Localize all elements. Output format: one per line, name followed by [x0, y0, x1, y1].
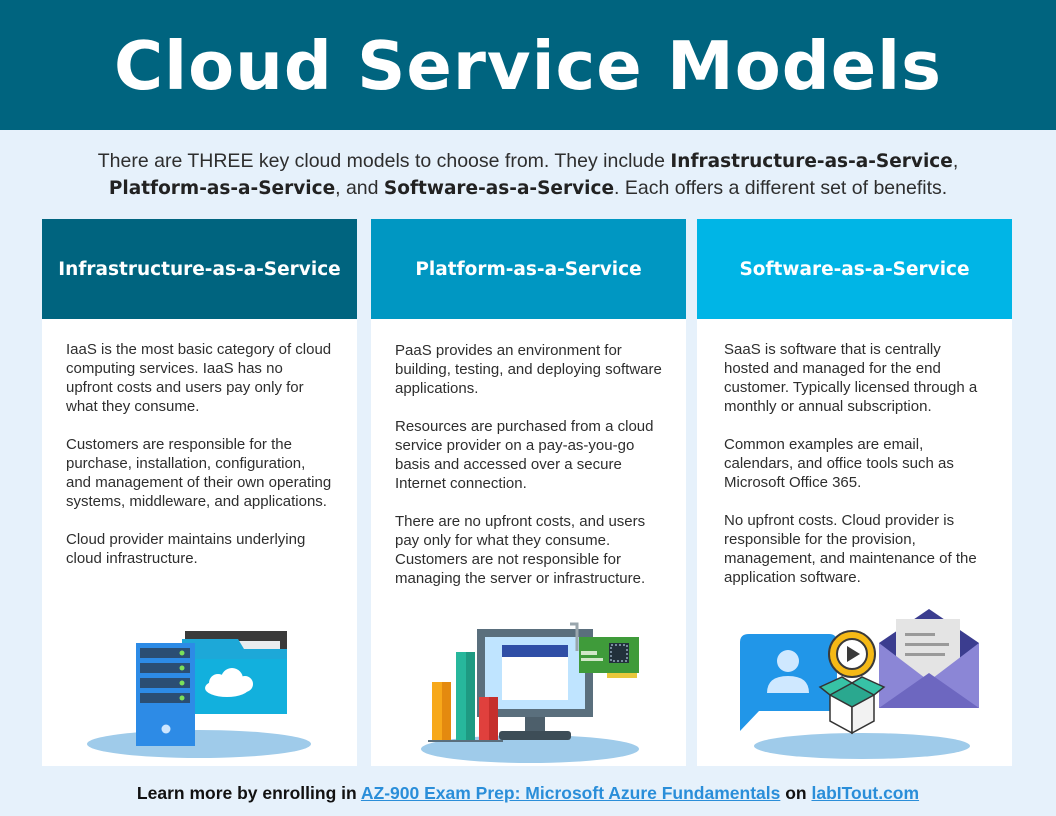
intro-model-paas: Platform-as-a-Service: [108, 178, 336, 199]
site-link[interactable]: labITout.com: [811, 783, 920, 803]
intro-model-iaas: Infrastructure-as-a-Service: [670, 151, 953, 172]
card-saas-body: SaaS is software that is centrally hoste…: [697, 319, 1012, 587]
card-iaas-header: Infrastructure-as-a-Service: [42, 219, 357, 319]
footer-lead: Learn more by enrolling in: [136, 783, 361, 803]
card-paas-paragraph-3: There are no upfront costs, and users pa…: [395, 513, 646, 587]
card-saas-header: Software-as-a-Service: [697, 219, 1012, 319]
page-title: Cloud Service Models: [114, 27, 942, 105]
intro-tail: . Each offers a different set of benefit…: [614, 177, 948, 199]
monitor-chart-circuit-icon: [421, 622, 639, 763]
card-saas-paragraph-3: No upfront costs. Cloud provider is resp…: [724, 512, 977, 586]
intro-model-saas: Software-as-a-Service: [383, 178, 615, 199]
footer: Learn more by enrolling in AZ-900 Exam P…: [0, 783, 1056, 804]
card-saas-paragraph-1: SaaS is software that is centrally hoste…: [724, 341, 978, 415]
user-package-email-icon: [740, 609, 979, 759]
course-link[interactable]: AZ-900 Exam Prep: Microsoft Azure Fundam…: [360, 783, 781, 803]
server-folder-cloud-icon: [87, 631, 311, 758]
card-paas-title: Platform-as-a-Service: [415, 258, 642, 280]
card-saas-paragraph-2: Common examples are email, calendars, an…: [724, 436, 954, 491]
intro-lead: There are THREE key cloud models to choo…: [97, 150, 671, 172]
card-saas: Software-as-a-Service SaaS is software t…: [697, 219, 1012, 766]
card-paas-body: PaaS provides an environment for buildin…: [371, 319, 686, 588]
title-banner: Cloud Service Models: [0, 0, 1056, 130]
card-saas-title: Software-as-a-Service: [739, 258, 970, 280]
intro-sep-1: ,: [952, 150, 959, 172]
card-iaas-paragraph-2: Customers are responsible for the purcha…: [66, 436, 332, 510]
card-paas-header: Platform-as-a-Service: [371, 219, 686, 319]
intro-sep-2: , and: [335, 177, 384, 199]
card-iaas: Infrastructure-as-a-Service IaaS is the …: [42, 219, 357, 766]
footer-mid: on: [780, 783, 812, 803]
intro-text: There are THREE key cloud models to choo…: [40, 148, 1016, 202]
card-iaas-paragraph-1: IaaS is the most basic category of cloud…: [66, 341, 332, 415]
card-paas: Platform-as-a-Service PaaS provides an e…: [371, 219, 686, 766]
card-paas-paragraph-2: Resources are purchased from a cloud ser…: [395, 418, 654, 492]
card-iaas-body: IaaS is the most basic category of cloud…: [42, 319, 357, 568]
card-iaas-paragraph-3: Cloud provider maintains underlying clou…: [66, 531, 306, 567]
card-paas-paragraph-1: PaaS provides an environment for buildin…: [395, 342, 662, 397]
card-iaas-title: Infrastructure-as-a-Service: [58, 258, 341, 280]
